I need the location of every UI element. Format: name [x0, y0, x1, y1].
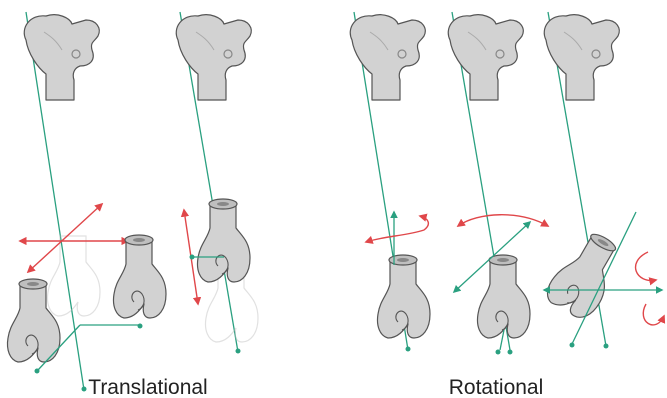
axis-dot: [569, 342, 575, 348]
femoral-head-1: [23, 14, 100, 101]
axis-dot: [495, 349, 501, 355]
mechanical-axis-line: [179, 11, 239, 353]
rotation-arrow-lower: [642, 303, 666, 326]
ghost-knee: [46, 235, 101, 317]
rotational-caption: Rotational: [449, 376, 544, 398]
translational-panel: 1 2 Translational: [6, 11, 259, 398]
femoral-head-1: [349, 14, 426, 101]
rotation-arrow-upper: [634, 251, 658, 286]
knee-translated: [196, 198, 251, 283]
knee-rotation-3: [541, 224, 630, 325]
axis-dot: [507, 349, 513, 355]
axis-dot: [405, 346, 411, 352]
femoral-head-3: [543, 14, 620, 101]
knee-1: [6, 278, 61, 363]
axis-dot: [81, 386, 87, 392]
mechanical-axis-line: [25, 11, 85, 391]
ghost-knee: [204, 261, 259, 343]
knee-rotation-2: [476, 254, 531, 339]
axis-dot: [235, 348, 241, 354]
translation-arrow-diagonal: [26, 202, 104, 274]
axis-dot: [189, 254, 195, 260]
rotation-arrow: [364, 213, 430, 244]
knee-rotation-1: [376, 254, 431, 339]
rotational-panel: 1 2 3 Rotational: [349, 11, 666, 398]
rotation-arrow: [456, 214, 550, 227]
translational-caption: Translational: [88, 376, 207, 398]
femoral-head-2: [175, 14, 252, 101]
axis-dot: [603, 343, 609, 349]
axis-dot: [137, 323, 143, 329]
oblique-axis-arrow: [452, 220, 532, 294]
knee-2: [112, 234, 167, 319]
axis-dot: [34, 368, 40, 374]
oblique-axis-line: [571, 211, 637, 345]
y-axis-line: [37, 324, 81, 371]
femoral-head-2: [447, 14, 524, 101]
axis-line: [499, 329, 505, 351]
